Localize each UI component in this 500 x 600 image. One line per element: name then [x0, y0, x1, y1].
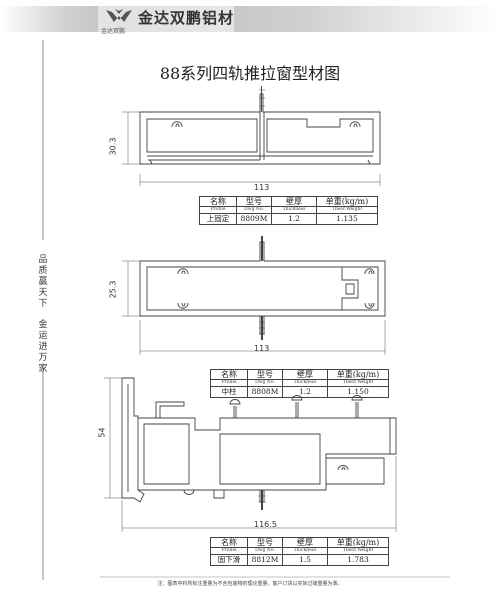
header-band	[0, 6, 500, 32]
col-model-en: Dwg No.	[236, 206, 272, 214]
height-dimension: 54	[97, 427, 107, 438]
side-rule	[42, 40, 44, 580]
col-weight-en: Theor.Weight	[316, 206, 378, 214]
col-model-en: Dwg No.	[247, 547, 283, 555]
col-model: 型号	[236, 196, 272, 207]
slogan-char: 质	[38, 266, 48, 276]
page-title: 88系列四轨推拉窗型材图	[159, 64, 341, 83]
slogan-char: 进	[38, 342, 48, 352]
col-name-en: Profile	[210, 547, 248, 555]
width-dimension: 116.5	[254, 520, 277, 529]
col-thickness: 壁厚	[271, 196, 317, 207]
col-thickness: 壁厚	[282, 537, 328, 548]
col-thickness-en: Thickness	[271, 206, 317, 214]
spec-table-1: 名称 型号 壁厚 单重(kg/m) Profile Dwg No. Thickn…	[199, 196, 378, 225]
height-dimension: 30.3	[108, 137, 118, 156]
slogan-char: 运	[38, 331, 48, 341]
col-name-en: Profile	[199, 206, 237, 214]
col-weight: 单重(kg/m)	[316, 196, 378, 207]
profile-model: 8809M	[236, 213, 272, 225]
col-weight: 单重(kg/m)	[327, 537, 389, 548]
profile-name: 固下滑	[210, 554, 248, 566]
slogan-char: 天	[38, 288, 48, 298]
col-name: 名称	[199, 196, 237, 207]
width-dimension: 113	[254, 344, 270, 353]
profile-weight: 1.135	[316, 213, 378, 225]
col-name: 名称	[210, 537, 248, 548]
profile-thickness: 1.2	[271, 213, 317, 225]
slogan-char: 赢	[38, 277, 48, 287]
side-slogan: 品 质 赢 天 下 金 运 进 万 家	[36, 255, 50, 375]
brand-subtitle: 金达双鹏	[101, 28, 126, 35]
col-weight-en: Theor.Weight	[327, 547, 389, 555]
profile-weight: 1.150	[327, 386, 389, 398]
slogan-char: 家	[38, 364, 48, 374]
eagle-logo-icon	[106, 9, 132, 22]
slogan-char: 金	[38, 320, 48, 330]
brand-name: 金达双鹏铝材	[138, 9, 235, 27]
spec-table-2: 名称 型号 壁厚 单重(kg/m) Profile Dwg No. Thickn…	[210, 369, 389, 398]
col-thickness-en: Thickness	[282, 547, 328, 555]
profile-thickness: 1.5	[282, 554, 328, 566]
footer-note: 注：图表中料所标注重量为不含包装物的理论重量，客户订货以实际过磅重量为准。	[157, 581, 343, 587]
slogan-char: 下	[38, 299, 48, 309]
profile-model: 8808M	[247, 386, 283, 398]
profile-drawing-3	[104, 377, 397, 532]
profile-drawing-1	[122, 86, 381, 186]
slogan-char: 万	[38, 353, 48, 363]
height-dimension: 25.3	[108, 280, 118, 299]
footer-rule	[100, 576, 450, 578]
slogan-char: 品	[38, 255, 48, 265]
profile-weight: 1.783	[327, 554, 389, 566]
profile-drawing-2	[122, 236, 386, 355]
profile-model: 8812M	[247, 554, 283, 566]
profile-name: 上固定	[199, 213, 237, 225]
width-dimension: 113	[254, 183, 270, 192]
col-model: 型号	[247, 537, 283, 548]
spec-table-3: 名称 型号 壁厚 单重(kg/m) Profile Dwg No. Thickn…	[210, 537, 389, 566]
